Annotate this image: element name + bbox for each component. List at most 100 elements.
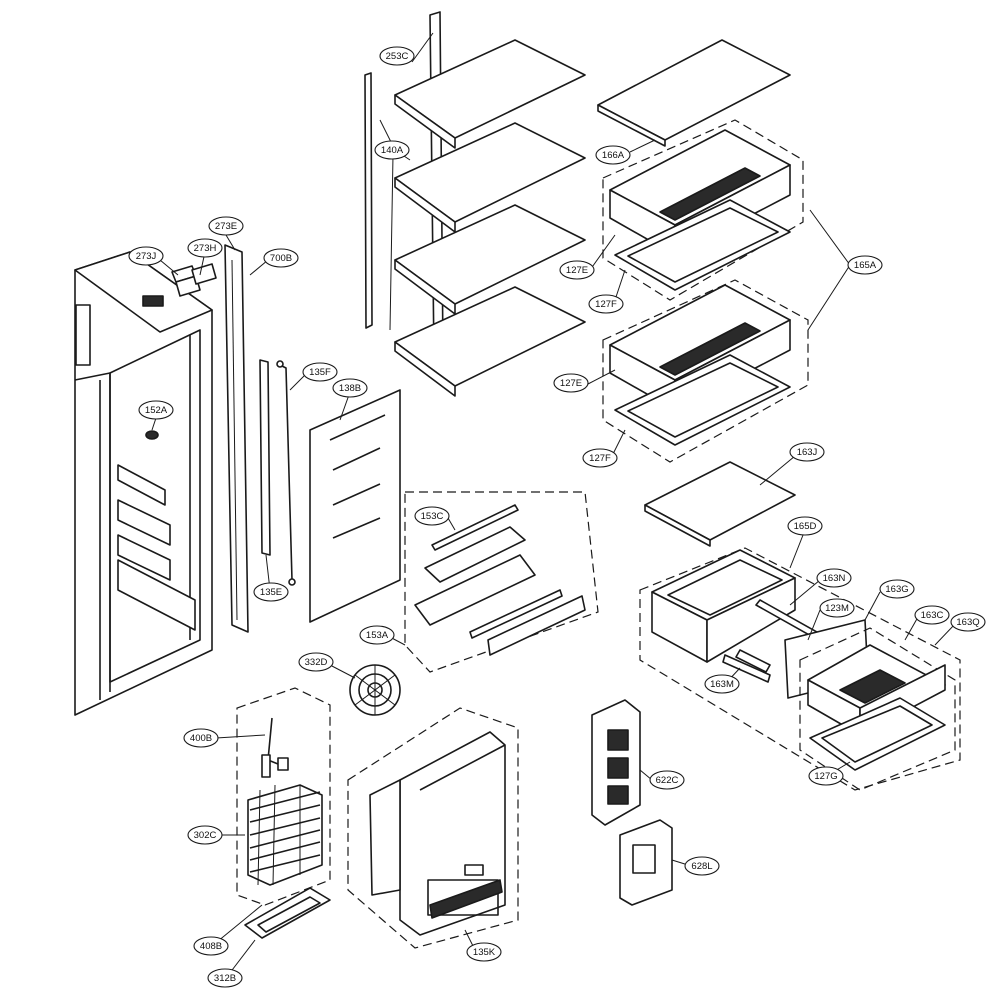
callout-text: 400B (190, 733, 212, 744)
door-frame-strip-700B (224, 244, 249, 633)
callout-165a: 165A (847, 255, 883, 275)
callout-bubble (819, 598, 855, 618)
callout-408b: 408B (193, 936, 229, 956)
callout-text: 152A (145, 405, 168, 416)
deli-drawer-165D (651, 549, 796, 663)
bin-bar-153C (431, 504, 519, 551)
callout-bubble (684, 856, 720, 876)
callout-text: 700B (270, 253, 292, 264)
callout-bubble (595, 145, 631, 165)
group-box-163G (799, 627, 956, 791)
callout-bubble (649, 770, 685, 790)
callout-253c: 253C (379, 46, 415, 66)
callout-text: 163G (885, 584, 908, 595)
rail-135F (276, 360, 296, 586)
callout-text: 163J (797, 447, 818, 458)
callout-text: 127F (589, 453, 611, 464)
callout-bubble (302, 362, 338, 382)
callout-163g: 163G (879, 579, 915, 599)
callout-bubble (588, 294, 624, 314)
callout-text: 273E (215, 221, 237, 232)
drain-tray-408B (244, 887, 331, 939)
callout-bubble (808, 766, 844, 786)
callout-163j: 163J (789, 442, 825, 462)
callout-273h: 273H (187, 238, 223, 258)
callout-text: 153A (366, 630, 389, 641)
crisper-frame-127F-lower (614, 354, 791, 446)
callout-bubble (138, 400, 174, 420)
damper-628L (619, 819, 673, 906)
crisper-frame-127F-upper (614, 199, 791, 291)
callout-628l: 628L (684, 856, 720, 876)
small-frame-127G (809, 697, 946, 771)
callout-bubble (359, 625, 395, 645)
callout-127f-bottom: 127F (582, 448, 618, 468)
callout-138b: 138B (332, 378, 368, 398)
callout-text: 127F (595, 299, 617, 310)
crisper-cover-166A (597, 39, 791, 147)
callout-text: 302C (194, 830, 217, 841)
callout-163c: 163C (914, 605, 950, 625)
callout-127e-bottom: 127E (553, 373, 589, 393)
callout-bubble (187, 238, 223, 258)
group-box-165A-lower (602, 279, 809, 463)
callout-text: 253C (386, 51, 409, 62)
group-box-evaporator (236, 687, 331, 906)
callout-152a: 152A (138, 400, 174, 420)
callout-text: 166A (602, 150, 625, 161)
callout-labels: 253C 140A 166A 165A 127E 127F 127E 127F 273E 273J… (128, 46, 986, 988)
callout-text: 140A (381, 145, 404, 156)
callout-273e: 273E (208, 216, 244, 236)
callout-135f: 135F (302, 362, 338, 382)
callout-text: 153C (421, 511, 444, 522)
callout-bubble (553, 373, 589, 393)
callout-text: 312B (214, 973, 236, 984)
callout-332d: 332D (298, 652, 334, 672)
callout-bubble (128, 246, 164, 266)
evaporator-cover-135K (369, 731, 506, 936)
callout-bubble (466, 942, 502, 962)
rail-135E (259, 359, 271, 556)
callout-312b: 312B (207, 968, 243, 988)
callout-135k: 135K (466, 942, 502, 962)
air-duct-622C (591, 699, 641, 826)
callout-text: 163Q (956, 617, 979, 628)
cover-panel-138B (309, 389, 401, 623)
callout-text: 163C (921, 610, 944, 621)
callout-text: 622C (656, 775, 679, 786)
shelf-140A-4 (394, 286, 586, 397)
callout-bubble (950, 612, 986, 632)
callout-bubble (207, 968, 243, 988)
callout-bubble (847, 255, 883, 275)
bin-plate-153A (469, 589, 586, 656)
callout-text: 628L (691, 861, 712, 872)
callout-700b: 700B (263, 248, 299, 268)
callout-165d: 165D (787, 516, 823, 536)
callout-text: 165D (794, 521, 817, 532)
callout-127e-top: 127E (559, 260, 595, 280)
bin-tray-153C (414, 526, 536, 626)
callout-text: 127E (566, 265, 588, 276)
callout-163q: 163Q (950, 612, 986, 632)
callout-text: 135E (260, 587, 282, 598)
callout-bubble (332, 378, 368, 398)
evaporator-302C (247, 784, 323, 886)
callout-text: 135K (473, 947, 496, 958)
callout-bubble (559, 260, 595, 280)
callout-text: 123M (825, 603, 849, 614)
sensor-harness-400B (261, 717, 289, 778)
callout-bubble (879, 579, 915, 599)
callout-bubble (374, 140, 410, 160)
deli-slide-163M (722, 654, 771, 683)
callout-bubble (816, 568, 852, 588)
callout-163m: 163M (704, 674, 740, 694)
callout-123m: 123M (819, 598, 855, 618)
callout-166a: 166A (595, 145, 631, 165)
callout-400b: 400B (183, 728, 219, 748)
callout-bubble (193, 936, 229, 956)
fan-332D (349, 664, 401, 716)
callout-622c: 622C (649, 770, 685, 790)
callout-bubble (914, 605, 950, 625)
callout-text: 273J (136, 251, 157, 262)
